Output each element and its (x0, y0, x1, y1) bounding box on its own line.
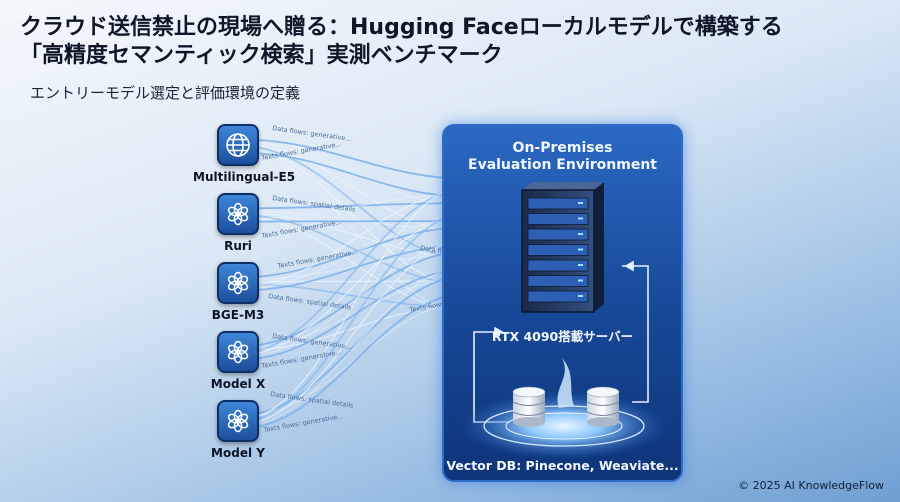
model-item-model-y: Model Y (193, 400, 283, 460)
page-subtitle: エントリーモデル選定と評価環境の定義 (30, 84, 301, 102)
energy-flame-icon (557, 358, 574, 408)
server-slot (527, 228, 589, 241)
flow-line (239, 211, 471, 423)
server-slot (527, 290, 589, 303)
openai-knot-icon (217, 400, 259, 442)
globe-icon (217, 124, 259, 166)
model-item-multilingual-e5: Multilingual-E5 (193, 124, 296, 184)
model-item-bge-m3: BGE-M3 (193, 262, 283, 322)
flow-line (239, 238, 471, 425)
copyright: © 2025 AI KnowledgeFlow (738, 479, 884, 492)
server-led (578, 202, 583, 204)
flow-line (239, 184, 471, 421)
server-led (578, 248, 583, 251)
server-led (578, 295, 583, 297)
server-slot (527, 275, 589, 287)
openai-knot-icon (217, 193, 259, 235)
openai-knot-icon (217, 331, 259, 373)
model-label: Ruri (224, 239, 252, 253)
flow-label: Texts flows: generative... (276, 248, 358, 270)
environment-title: On-Premises Evaluation Environment (444, 140, 681, 174)
database-icon (512, 386, 546, 427)
server-led (578, 279, 583, 282)
model-item-ruri: Ruri (193, 193, 283, 253)
evaluation-environment-panel: On-Premises Evaluation Environment (442, 124, 683, 482)
server-led (578, 233, 583, 235)
database-icon (586, 386, 620, 427)
flow-line (239, 250, 471, 348)
environment-title-line-1: On-Premises (512, 140, 613, 156)
server-label: RTX 4090搭載サーバー (491, 329, 634, 344)
model-label: Model Y (211, 446, 265, 460)
vector-db-label: Vector DB: Pinecone, Weaviate... (446, 458, 679, 473)
page-title-line-1: クラウド送信禁止の現場へ贈る：Hugging Faceローカルモデルで構築する (20, 15, 783, 40)
server-slot (527, 213, 589, 225)
flow-line (239, 265, 471, 427)
flow-line (239, 138, 471, 180)
flow-line (239, 226, 471, 279)
environment-illustration (459, 182, 669, 460)
model-label: BGE-M3 (211, 308, 265, 322)
server-led (578, 264, 583, 266)
page-title: クラウド送信禁止の現場へ贈る：Hugging Faceローカルモデルで構築する … (20, 14, 880, 70)
flow-line (239, 202, 471, 210)
server-slot (527, 259, 589, 272)
model-item-model-x: Model X (193, 331, 283, 391)
openai-knot-icon (217, 262, 259, 304)
flow-label: Data flows: spatial details (272, 194, 357, 214)
model-label: Model X (210, 377, 266, 391)
model-label: Multilingual-E5 (193, 170, 296, 184)
server-slot (527, 197, 589, 210)
server-led (578, 217, 583, 220)
environment-title-line-2: Evaluation Environment (468, 157, 657, 173)
flow-line (239, 292, 471, 430)
page-title-line-2: 「高精度セマンティック検索」実測ベンチマーク (20, 43, 503, 68)
server-slot (527, 244, 589, 256)
gpu-server-icon (521, 182, 604, 313)
